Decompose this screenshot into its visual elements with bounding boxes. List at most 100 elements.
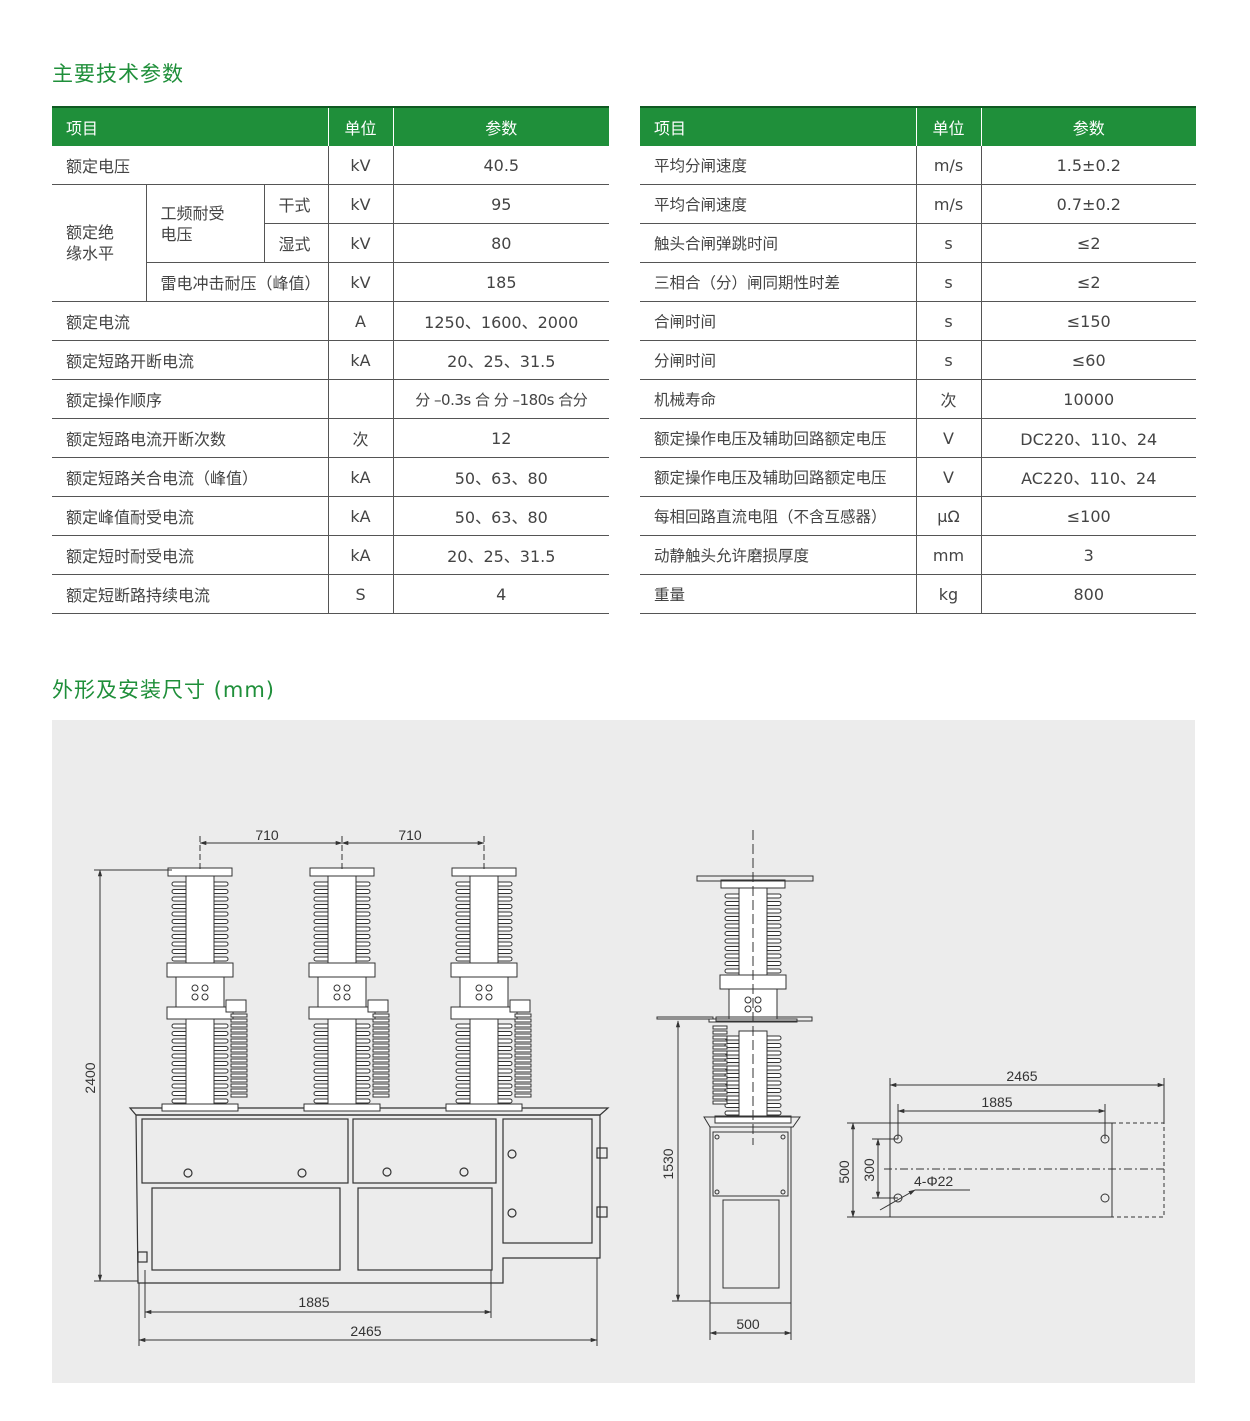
cell-item: 动静触头允许磨损厚度 [640,535,916,575]
cell-item: 三相合（分）闸同期性时差 [640,262,916,302]
cell-value: 20、25、31.5 [392,340,610,380]
ct-fin [230,1033,248,1038]
ct-fin [514,1033,532,1038]
cell-value: 3 [980,535,1196,575]
ct-fin [372,1063,390,1068]
front-panel [352,1118,497,1184]
bolt [485,984,493,992]
cell-unit: s [915,262,981,302]
header-item: 项目 [640,106,916,146]
cell-item: 平均分闸速度 [640,146,916,185]
ct-fin [372,1018,390,1023]
flange [308,1006,376,1020]
flange [308,962,376,978]
ct-fin [372,1068,390,1073]
bolt [191,984,199,992]
cell-item: 额定操作电压及辅助回路额定电压 [640,418,916,458]
cell-item: 机械寿命 [640,379,916,419]
cell-value: 12 [392,418,610,458]
cell-value: ≤150 [980,301,1196,341]
pole-base [161,1103,239,1112]
pole-base [303,1103,381,1112]
cell-unit: kA [327,535,394,575]
cell-unit: S [327,574,394,614]
insulator-core [185,1018,215,1106]
ct-fin [230,1023,248,1028]
ct-fin [712,1100,728,1105]
header-value: 参数 [980,106,1196,146]
table-row: 额定电压 kV 40.5 [52,146,610,185]
cell-item: 额定峰值耐受电流 [52,496,329,536]
bolt [201,993,209,1001]
cell-unit: kV [327,262,394,302]
ct-fin [372,1058,390,1063]
ct-fin [514,1023,532,1028]
dim-front-height: 2400 [82,1062,98,1093]
table-row: 额定绝缘水平 工频耐受电压 干式 kV 95 [52,184,610,302]
flange [166,1006,234,1020]
ct-bracket [367,999,389,1013]
outline-drawing: 710 710 2400 1885 2465 1530 500 2465 188… [82,827,1165,1346]
ct-fin [514,1013,532,1018]
cell-item: 额定电流 [52,301,329,341]
ct-fin [514,1053,532,1058]
dim-side-width: 500 [736,1316,760,1332]
front-cabinet-outline [135,1114,601,1284]
insulator-core [185,875,215,967]
cell-item: 额定操作电压及辅助回路额定电压 [640,457,916,497]
pole-cap [309,867,375,877]
ct-bracket [509,999,531,1013]
ct-fin [712,1090,728,1095]
cell-item: 额定短断路持续电流 [52,574,329,614]
bolt [754,996,762,1004]
pole-cap [167,867,233,877]
cell-value: 185 [392,262,610,302]
ct-fin [712,1030,728,1035]
ct-fin [712,1040,728,1045]
cell-value: 分 –0.3s 合 分 –180s 合分 [392,379,610,419]
cell-item: 重量 [640,574,916,614]
cell-unit: m/s [915,146,981,185]
ct-fin [514,1093,532,1098]
ct-fin [712,1070,728,1075]
table-row: 额定短时耐受电流 kA 20、25、31.5 [52,535,610,575]
ct-fin [712,1045,728,1050]
bolt [201,984,209,992]
cell-value: 0.7±0.2 [980,184,1196,224]
cell-item: 额定操作顺序 [52,379,329,419]
ct-fin [712,1060,728,1065]
cell-value: AC220、110、24 [980,457,1196,497]
cell-unit: s [915,223,981,263]
bolt [475,993,483,1001]
cell-item: 额定短路关合电流（峰值） [52,457,329,497]
dim-front-inner-width: 1885 [298,1294,329,1310]
front-panel [141,1118,349,1184]
mechanism-box [459,976,509,1008]
cell-unit: 次 [327,418,394,458]
bolt [475,984,483,992]
ct-fin [372,1028,390,1033]
bolt [744,1005,752,1013]
pole-cap [451,867,517,877]
cell-unit: μΩ [915,496,981,536]
cell-unit: kA [327,457,394,497]
ct-fin [230,1053,248,1058]
ct-fin [230,1048,248,1053]
front-panel [357,1187,493,1271]
table-row: 额定短路关合电流（峰值） kA 50、63、80 [52,457,610,497]
cell-value: 50、63、80 [392,457,610,497]
table-row: 额定操作顺序 分 –0.3s 合 分 –180s 合分 [52,379,610,419]
ct-fin [372,1043,390,1048]
cell-value: DC220、110、24 [980,418,1196,458]
cell-value: 1.5±0.2 [980,146,1196,185]
dim-pitch-2: 710 [398,827,422,843]
cell-value: 800 [980,574,1196,614]
cell-unit: kA [327,496,394,536]
cell-unit [327,379,394,419]
ct-fin [514,1078,532,1083]
flange [450,962,518,978]
insulator-core [469,875,499,967]
